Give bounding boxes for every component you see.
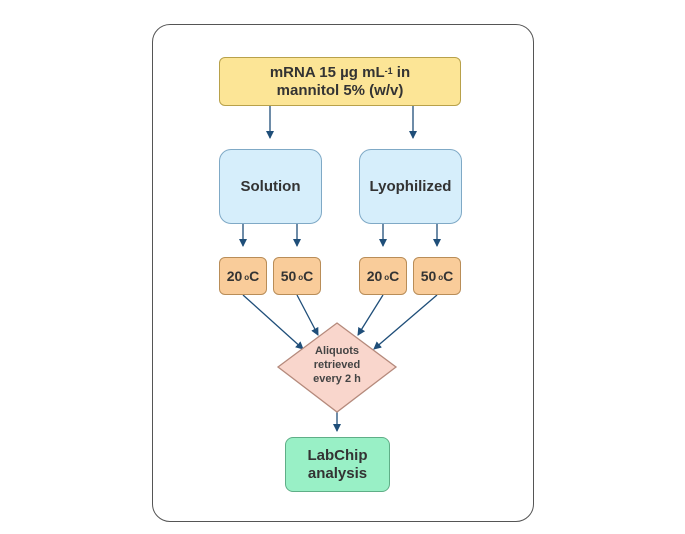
sample-line-2: mannitol 5% (w/v) [276,81,404,99]
arrow-temp3-to-decision [357,294,384,336]
sample-line-1: mRNA 15 µg mL-1 in [269,63,411,81]
sample-box: mRNA 15 µg mL-1 in mannitol 5% (w/v) [219,57,461,106]
arrow-temp1-to-decision [242,294,304,350]
decision-diamond [276,322,398,413]
arrow-temp4-to-decision [373,294,438,350]
lyophilized-box: Lyophilized [359,149,462,224]
arrow-temp2-to-decision [296,294,319,336]
solution-box: Solution [219,149,322,224]
solution-label: Solution [240,178,301,195]
lyophilized-label: Lyophilized [369,178,452,195]
decision-label: Aliquots retrieved every 2 h [313,345,361,385]
labchip-analysis-box: LabChip analysis [285,437,390,492]
